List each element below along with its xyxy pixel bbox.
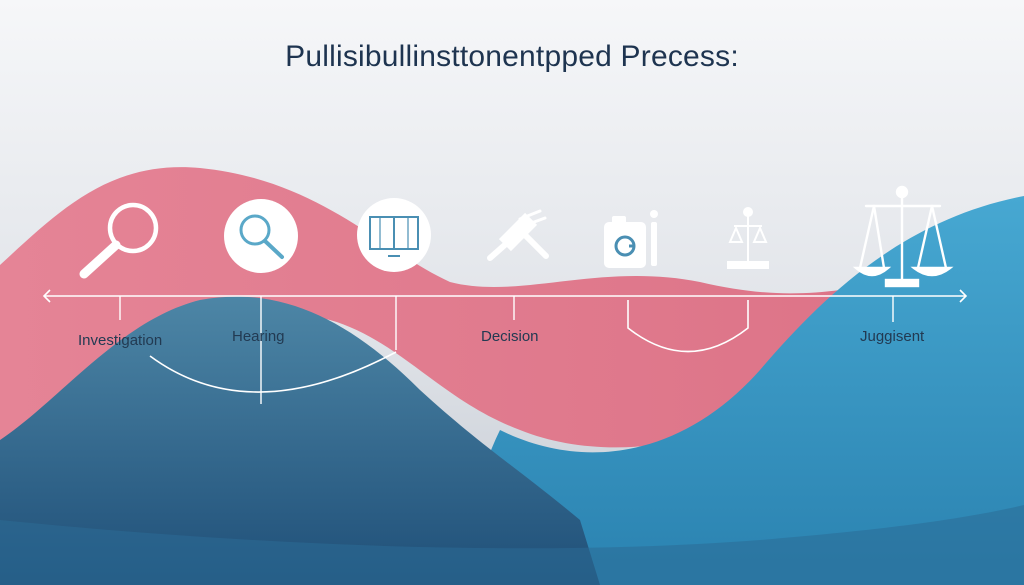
light-blue-wave xyxy=(450,196,1024,585)
stage-label-judgement: Juggisent xyxy=(860,328,925,345)
pink-wave xyxy=(0,167,860,448)
stage-label-decision: Decision xyxy=(481,328,539,345)
search-circle-icon xyxy=(224,199,298,273)
hearing-bracket xyxy=(149,351,397,393)
gavel-icon xyxy=(487,209,549,261)
timeline-arrow xyxy=(42,289,968,303)
decision-bracket xyxy=(627,300,749,353)
dark-blue-wave xyxy=(0,296,600,585)
scales-icon xyxy=(852,185,954,288)
diagram-title: Pullisibullinsttonentpped Precess: xyxy=(285,40,739,73)
small-scales-icon xyxy=(727,207,769,269)
camera-icon xyxy=(604,210,658,268)
book-circle-icon xyxy=(357,198,431,272)
stage-label-hearing: Hearing xyxy=(232,328,285,345)
magnifier-icon xyxy=(79,202,159,279)
stage-label-investigation: Investigation xyxy=(78,332,163,349)
timeline-ticks xyxy=(119,296,894,404)
bottom-blue-band xyxy=(0,505,1024,585)
